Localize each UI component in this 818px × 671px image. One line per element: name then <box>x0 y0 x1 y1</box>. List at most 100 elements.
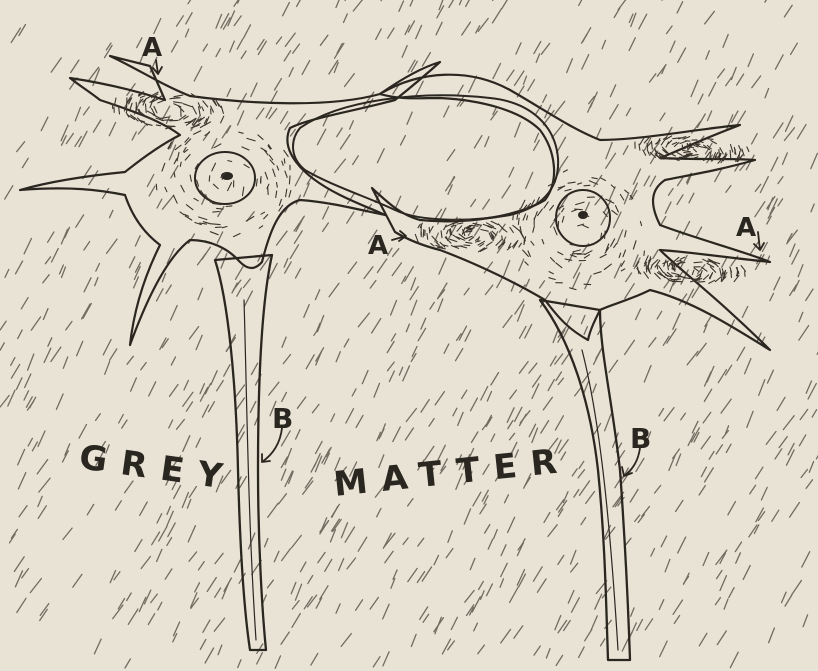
hatch-stroke <box>345 74 355 87</box>
fibril-stroke <box>502 236 503 240</box>
hatch-stroke <box>45 257 50 264</box>
hatch-stroke <box>602 40 605 48</box>
hatch-stroke <box>205 384 210 394</box>
label-a-middle: A <box>368 231 388 261</box>
fibril-stroke <box>450 239 457 241</box>
hatch-stroke <box>202 247 210 259</box>
hatch-stroke <box>543 95 547 103</box>
hatch-stroke <box>578 470 584 478</box>
hatch-stroke <box>283 2 290 15</box>
fibril-stroke <box>119 107 120 114</box>
hatch-stroke <box>236 398 245 411</box>
left-neuron-body <box>20 56 440 345</box>
hatch-stroke <box>515 123 521 137</box>
fibril-stroke <box>614 244 617 248</box>
hatch-stroke <box>237 288 242 296</box>
hatch-stroke <box>346 409 354 423</box>
hatch-stroke <box>103 340 111 355</box>
hatch-stroke <box>285 471 292 486</box>
hatch-stroke <box>416 25 422 38</box>
hatch-stroke <box>716 445 722 454</box>
hatch-stroke <box>268 503 278 517</box>
fibril-stroke <box>181 185 185 192</box>
hatch-stroke <box>301 562 306 572</box>
hatch-stroke <box>567 59 573 73</box>
hatch-stroke <box>274 551 279 561</box>
hatch-stroke <box>0 321 6 330</box>
hatch-stroke <box>119 415 124 424</box>
hatch-stroke <box>761 487 767 500</box>
fibril-stroke <box>228 161 232 162</box>
hatch-stroke <box>709 451 714 459</box>
hatch-stroke <box>271 91 278 103</box>
hatch-stroke <box>453 408 457 416</box>
hatch-stroke <box>575 388 581 396</box>
hatch-stroke <box>737 347 745 360</box>
hatch-stroke <box>541 421 549 434</box>
hatch-stroke <box>315 290 319 300</box>
hatch-stroke <box>696 227 702 237</box>
hatch-stroke <box>110 571 115 583</box>
fibril-stroke <box>572 210 577 212</box>
hatch-stroke <box>773 123 783 138</box>
hatch-stroke <box>138 126 145 134</box>
fibril-stroke <box>720 268 722 275</box>
hatch-stroke <box>645 619 652 630</box>
hatch-stroke <box>444 344 449 353</box>
hatch-stroke <box>491 434 495 441</box>
hatch-stroke <box>674 616 679 624</box>
hatch-stroke <box>318 316 324 332</box>
label-b-left: B <box>272 402 293 435</box>
hatch-stroke <box>277 231 288 245</box>
hatch-stroke <box>750 485 756 494</box>
hatch-stroke <box>770 293 774 300</box>
hatch-stroke <box>291 582 296 593</box>
hatch-stroke <box>347 558 356 569</box>
hatch-stroke <box>403 538 408 544</box>
hatch-stroke <box>323 207 329 219</box>
hatch-stroke <box>331 414 335 422</box>
fibril-stroke <box>719 150 720 158</box>
fibril-stroke <box>154 106 157 112</box>
hatch-stroke <box>665 202 671 213</box>
hatch-stroke <box>535 133 539 142</box>
hatch-stroke <box>503 315 512 327</box>
hatch-stroke <box>501 545 506 556</box>
fibril-stroke <box>209 176 210 181</box>
hatch-stroke <box>502 0 509 8</box>
hatch-stroke <box>43 309 48 320</box>
fibril-stroke <box>661 140 665 145</box>
hatch-stroke <box>806 289 813 300</box>
fibril-stroke <box>584 255 589 258</box>
hatch-stroke <box>323 223 329 232</box>
hatch-stroke <box>705 11 715 23</box>
hatch-stroke <box>282 549 291 561</box>
hatch-stroke <box>241 51 246 58</box>
region-label-grey: GREY <box>77 437 239 499</box>
hatch-stroke <box>536 54 539 63</box>
hatch-stroke <box>28 354 34 370</box>
hatch-stroke <box>345 527 354 542</box>
hatch-stroke <box>582 55 589 70</box>
hatch-stroke <box>705 468 714 482</box>
hatch-stroke <box>79 425 87 439</box>
hatch-stroke <box>294 216 304 231</box>
hatch-stroke <box>540 281 545 288</box>
hatch-stroke <box>22 569 29 578</box>
hatch-stroke <box>462 390 467 398</box>
hatch-stroke <box>573 273 580 288</box>
hatch-stroke <box>82 304 91 319</box>
fibril-stroke <box>697 282 705 283</box>
hatch-stroke <box>358 313 369 327</box>
hatch-stroke <box>5 269 9 277</box>
fibril-stroke <box>423 230 424 237</box>
hatch-stroke <box>217 232 223 243</box>
hatch-stroke <box>558 378 563 384</box>
hatch-stroke <box>183 436 190 452</box>
hatch-stroke <box>350 121 354 129</box>
hatch-stroke <box>289 68 293 77</box>
hatch-stroke <box>625 284 634 299</box>
hatch-stroke <box>304 305 309 318</box>
hatch-stroke <box>669 455 675 470</box>
fibril-stroke <box>285 171 287 177</box>
